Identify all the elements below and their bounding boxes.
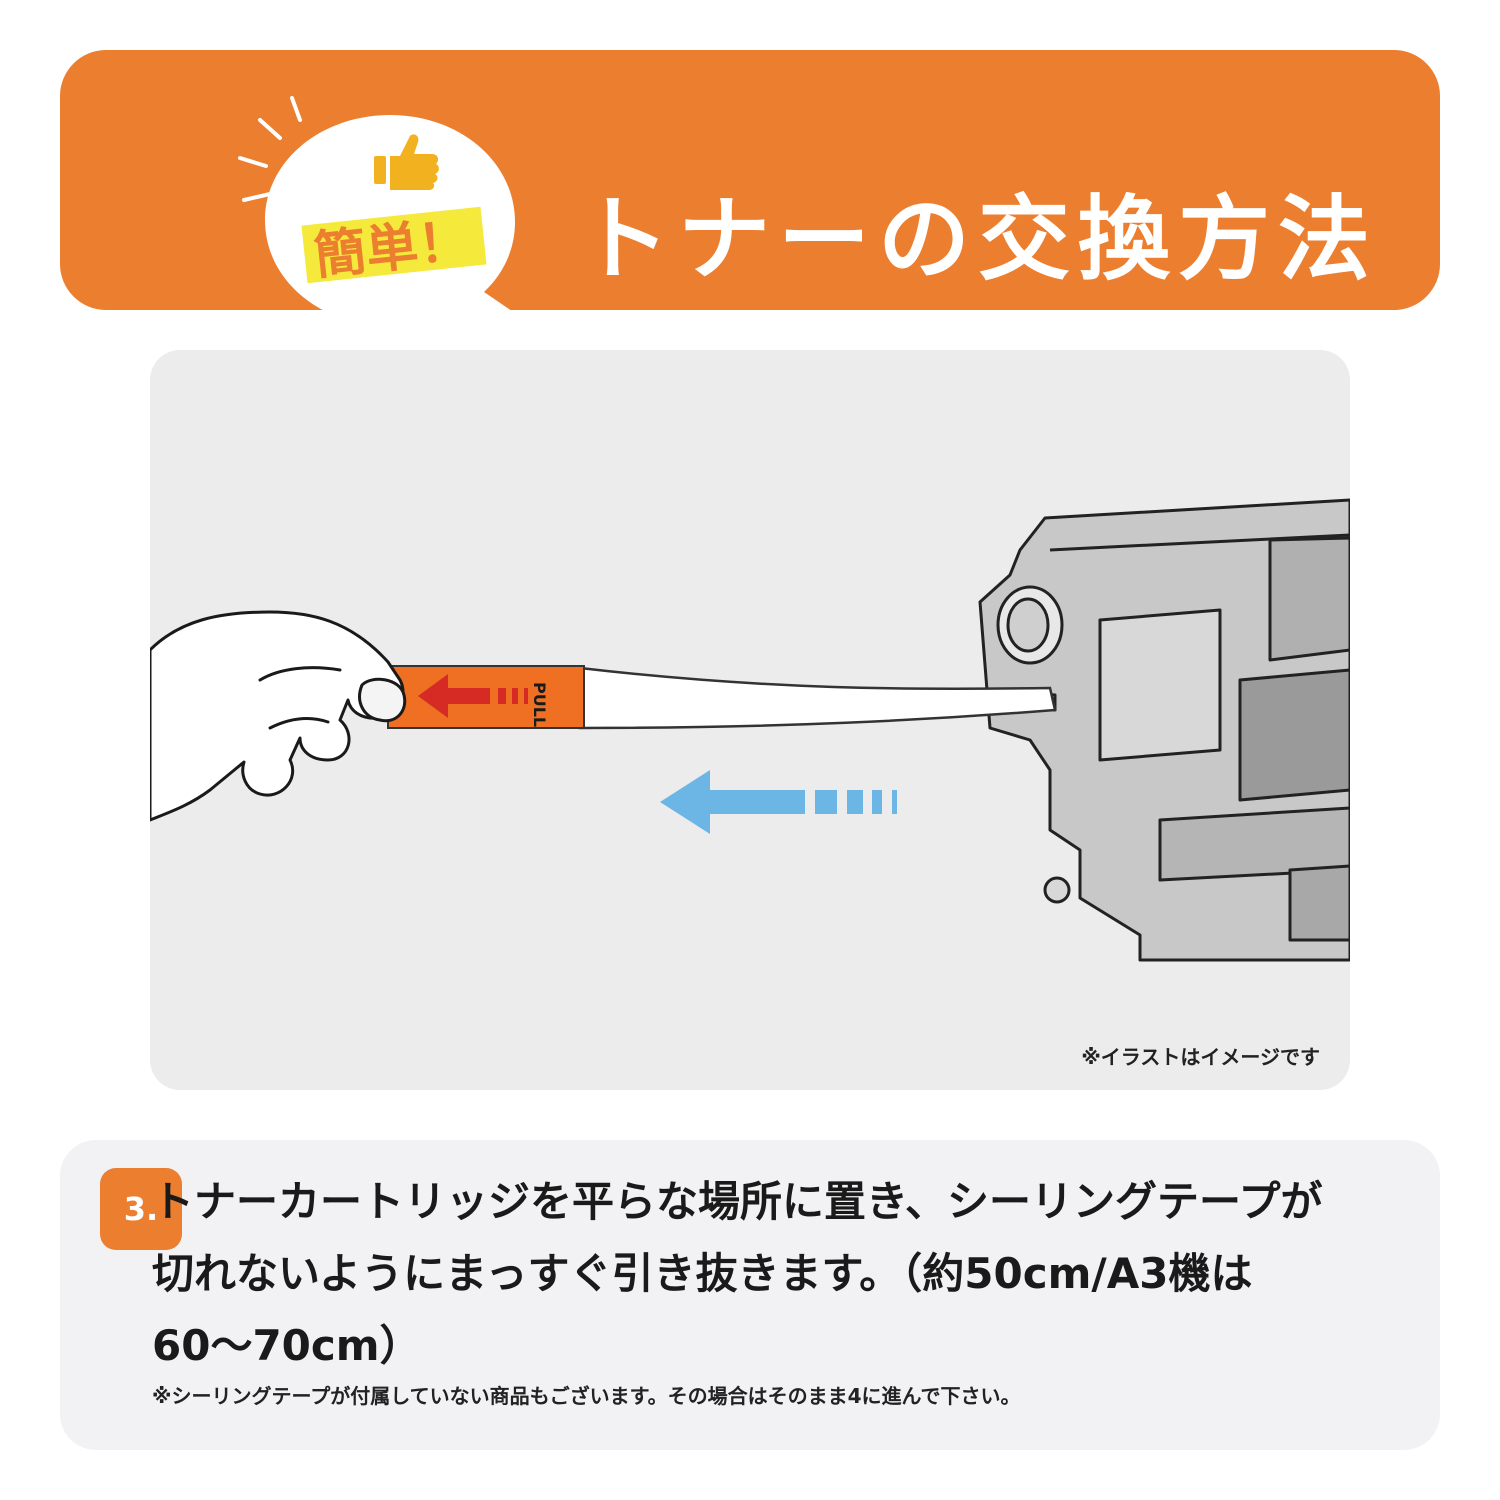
illustration-note: ※イラストはイメージです <box>1081 1045 1320 1069</box>
step-note: ※シーリングテープが付属していない商品もございます。その場合はそのまま4に進んで… <box>152 1384 1021 1408</box>
sealing-tape <box>578 666 1057 730</box>
pull-tab-label: PULL <box>530 682 549 727</box>
badge-highlight <box>301 206 487 284</box>
step-number-badge: 3. <box>100 1168 182 1250</box>
page-title: トナーの交換方法 <box>578 186 1379 293</box>
illustration-panel: PULL ※イラストはイメージです <box>150 350 1350 1090</box>
badge: 簡単！ <box>238 96 528 326</box>
step-instruction: トナーカートリッジを平らな場所に置き、シーリングテープが切れないようにまっすぐ引… <box>152 1177 1323 1370</box>
toner-pull-illustration: PULL <box>150 498 1350 962</box>
header-banner: 簡単！ トナーの交換方法 <box>60 50 1440 326</box>
step-panel: 3. トナーカートリッジを平らな場所に置き、シーリングテープが切れないようにまっ… <box>60 1140 1440 1450</box>
hand-icon <box>150 610 407 822</box>
thumbs-up-icon <box>374 134 439 190</box>
toner-cartridge <box>978 498 1350 962</box>
burst-lines-icon <box>238 96 302 202</box>
direction-arrow-icon <box>660 770 897 834</box>
pull-arrow-icon <box>418 674 528 718</box>
